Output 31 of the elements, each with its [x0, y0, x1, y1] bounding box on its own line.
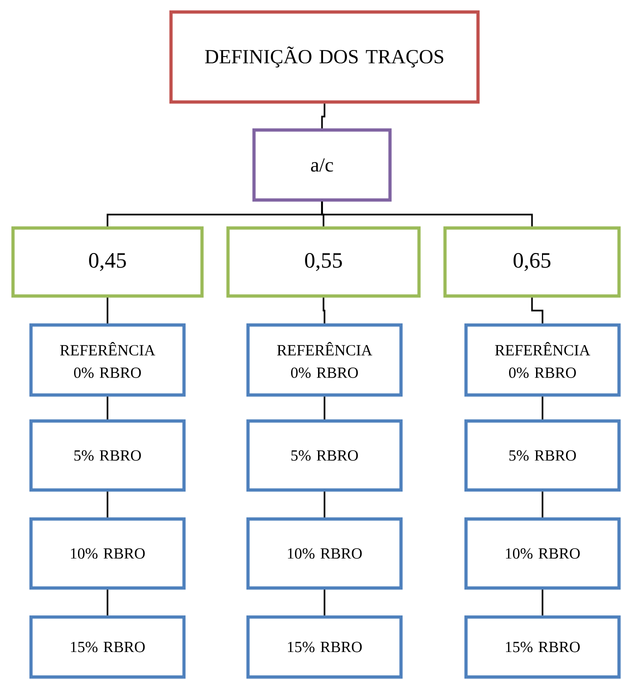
mix-box: 15% RBRO: [464, 615, 621, 679]
ratio-value-box: 0,45: [11, 226, 204, 298]
mix-box: 5% RBRO: [29, 419, 186, 492]
connector-line: [321, 202, 533, 226]
ratio-box: a/c: [252, 128, 392, 202]
connector-line: [106, 590, 108, 616]
mix-box: 5% RBRO: [464, 419, 621, 492]
connector-line: [324, 396, 326, 420]
connector-line: [106, 492, 108, 518]
mix-box: 15% RBRO: [29, 615, 186, 679]
mix-box: 10% RBRO: [246, 517, 403, 590]
ratio-value-box: 0,55: [226, 226, 421, 298]
connector-line: [531, 298, 544, 324]
connector-line: [321, 104, 326, 128]
mix-box: 10% RBRO: [29, 517, 186, 590]
mix-box: REFERÊNCIA 0% RBRO: [246, 323, 403, 397]
mix-box: 5% RBRO: [246, 419, 403, 492]
connector-line: [542, 396, 544, 420]
connector-line: [542, 590, 544, 616]
title-box: DEFINIÇÃO DOS TRAÇOS: [169, 10, 480, 104]
mix-box: REFERÊNCIA 0% RBRO: [464, 323, 621, 397]
connector-line: [324, 590, 326, 616]
connector-line: [106, 396, 108, 420]
connector-line: [324, 492, 326, 518]
connector-line: [106, 298, 108, 324]
mix-box: REFERÊNCIA 0% RBRO: [29, 323, 186, 397]
ratio-value-box: 0,65: [443, 226, 621, 298]
connector-line: [542, 492, 544, 518]
mix-box: 10% RBRO: [464, 517, 621, 590]
mix-box: 15% RBRO: [246, 615, 403, 679]
connector-line: [322, 298, 326, 324]
